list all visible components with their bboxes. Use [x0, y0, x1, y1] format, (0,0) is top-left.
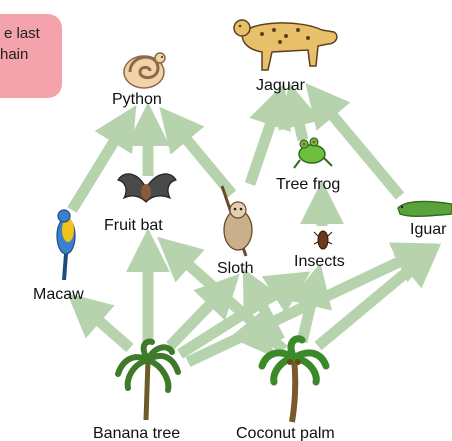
label-insects: Insects: [294, 253, 345, 270]
tree-frog-icon: [293, 137, 333, 169]
label-fruit-bat: Fruit bat: [104, 217, 163, 234]
banana-tree-icon: [115, 338, 181, 421]
arrow-banana-sloth: [166, 273, 240, 350]
label-sloth: Sloth: [217, 260, 254, 277]
label-macaw: Macaw: [33, 286, 84, 303]
arrow-coconut-iguana: [314, 243, 442, 351]
callout-box: e last hain: [0, 14, 62, 98]
label-iguana: Iguar: [410, 221, 447, 238]
arrow-banana-macaw: [67, 292, 134, 353]
sloth-icon: [220, 185, 253, 257]
insects-icon: [313, 230, 333, 250]
jaguar-icon: [233, 19, 338, 71]
arrow-iguana-jaguar: [305, 82, 405, 200]
label-tree-frog: Tree frog: [276, 176, 341, 193]
label-banana-tree: Banana tree: [93, 425, 181, 441]
callout-line-1: e last: [4, 25, 40, 42]
callout-line-2: hain: [0, 46, 29, 63]
macaw-icon: [56, 209, 76, 281]
arrow-sloth-jaguar: [244, 83, 291, 186]
fruit-bat-icon: [117, 173, 177, 203]
arrow-treefrog-jaguar: [278, 82, 321, 142]
label-coconut-palm: Coconut palm: [236, 425, 335, 441]
arrow-sloth-python: [159, 106, 237, 198]
python-icon: [123, 52, 166, 89]
arrow-banana-iguana: [185, 242, 438, 367]
label-python: Python: [112, 91, 162, 108]
arrow-macaw-python: [67, 105, 137, 213]
coconut-palm-icon: [258, 335, 330, 423]
label-jaguar: Jaguar: [256, 77, 305, 94]
iguana-icon: [397, 200, 452, 217]
arrow-coconut-insects: [289, 262, 332, 344]
